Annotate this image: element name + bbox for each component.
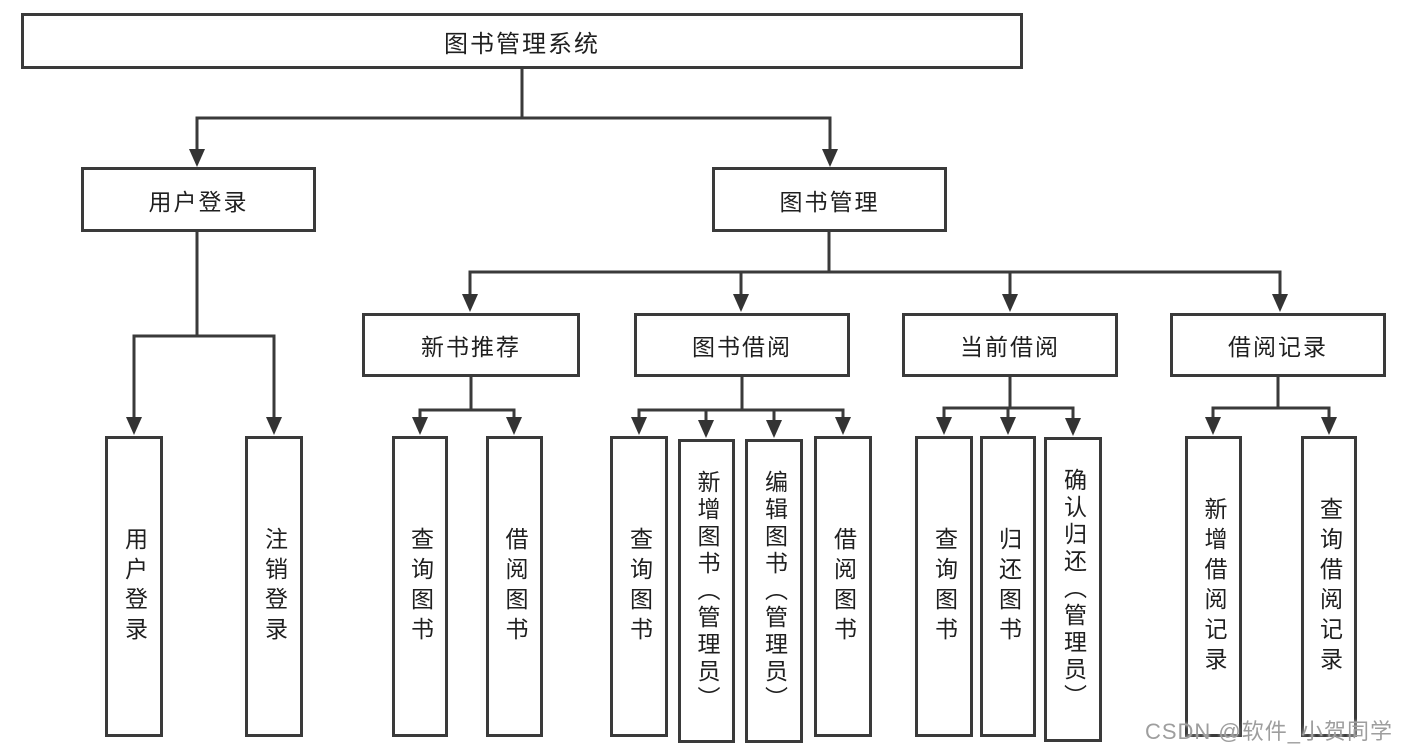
leaf-bb-edit-books-admin: 编辑图书（管理员）: [745, 439, 803, 743]
edges-current-borrow: [936, 377, 1081, 436]
edges-book-mgmt: [462, 232, 1288, 312]
node-root: 图书管理系统: [21, 13, 1023, 69]
arrowhead-icon: [1272, 294, 1288, 312]
edge-lines: [195, 69, 832, 151]
edge-lines: [637, 377, 845, 422]
arrowhead-icon: [733, 294, 749, 312]
arrowhead-icon: [1321, 417, 1337, 435]
node-book-mgmt: 图书管理: [712, 167, 947, 232]
arrowhead-icon: [822, 149, 838, 167]
leaf-br-add-borrow-record: 新增借阅记录: [1185, 436, 1242, 737]
node-current-borrow: 当前借阅: [902, 313, 1118, 377]
edge-lines: [1211, 377, 1331, 420]
leaf-br-query-borrow-record: 查询借阅记录: [1301, 436, 1357, 737]
arrowhead-icon: [936, 417, 952, 435]
edge-lines: [418, 377, 516, 420]
arrowhead-icon: [412, 417, 428, 435]
leaf-bb-borrow-books: 借阅图书: [814, 436, 872, 737]
arrowhead-icon: [698, 420, 714, 438]
arrowhead-icon: [1002, 294, 1018, 312]
watermark-text: CSDN @软件_小贺同学: [1144, 719, 1393, 744]
edges-user-login: [126, 232, 282, 435]
arrowhead-icon: [126, 417, 142, 435]
edge-lines: [468, 232, 1282, 297]
leaf-cb-query-books: 查询图书: [915, 436, 973, 737]
edges-book-borrow: [631, 377, 851, 438]
arrowhead-icon: [766, 420, 782, 438]
leaf-bb-query-books: 查询图书: [610, 436, 668, 737]
edges-new-book-recommend: [412, 377, 522, 435]
arrowhead-icon: [1000, 417, 1016, 435]
leaf-user-login: 用户登录: [105, 436, 163, 737]
arrowhead-icon: [266, 417, 282, 435]
arrowhead-icon: [1205, 417, 1221, 435]
leaf-logout: 注销登录: [245, 436, 303, 737]
node-book-borrow: 图书借阅: [634, 313, 850, 377]
leaf-cb-confirm-return-admin: 确认归还（管理员）: [1044, 437, 1102, 742]
edge-lines: [132, 232, 276, 419]
leaf-nb-query-books: 查询图书: [392, 436, 448, 737]
node-borrow-records: 借阅记录: [1170, 313, 1386, 377]
edges-root: [189, 69, 838, 167]
edge-lines: [942, 377, 1075, 420]
node-new-book-recommend: 新书推荐: [362, 313, 580, 377]
arrowhead-icon: [462, 294, 478, 312]
node-user-login: 用户登录: [81, 167, 316, 232]
arrowhead-icon: [506, 417, 522, 435]
leaf-nb-borrow-books: 借阅图书: [486, 436, 543, 737]
leaf-bb-add-books-admin: 新增图书（管理员）: [678, 439, 735, 743]
leaf-cb-return-books: 归还图书: [980, 436, 1036, 737]
edges-borrow-records: [1205, 377, 1337, 435]
arrowhead-icon: [835, 417, 851, 435]
arrowhead-icon: [1065, 418, 1081, 436]
arrowhead-icon: [631, 417, 647, 435]
arrowhead-icon: [189, 149, 205, 167]
